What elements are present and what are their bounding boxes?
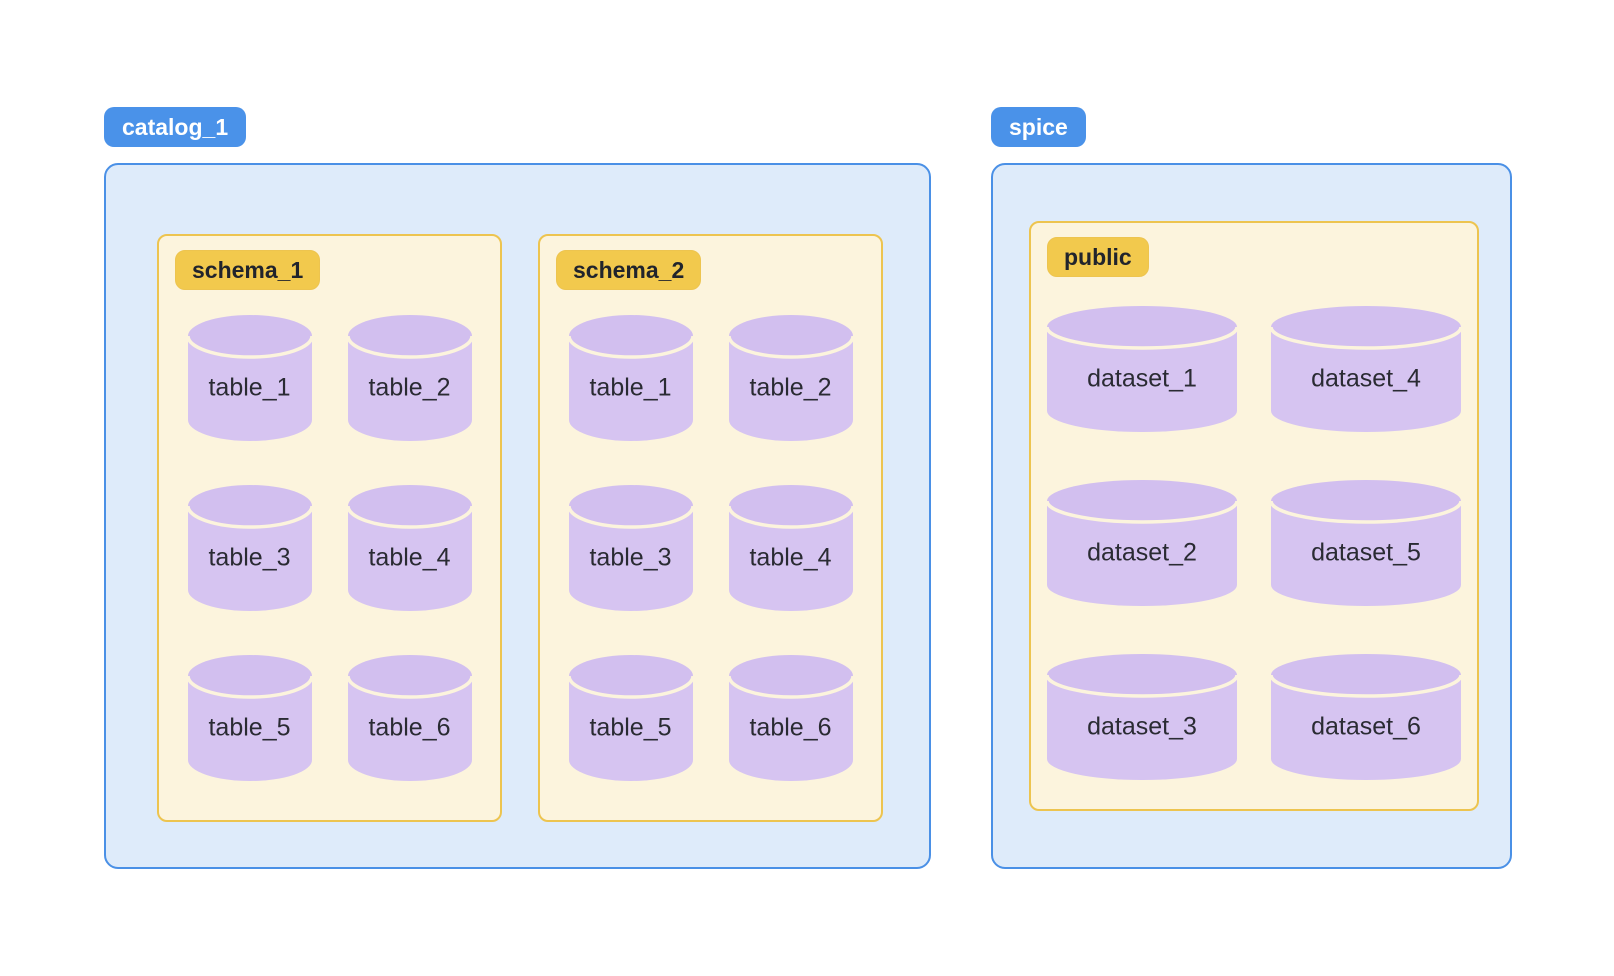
database-cylinder-icon (568, 655, 693, 781)
database-cylinder-icon (1047, 480, 1237, 606)
schema-boxes: public dataset_1 dataset_4 dataset_2 dat… (1029, 221, 1510, 811)
cylinder-label: table_2 (749, 373, 832, 402)
cylinder-label: table_6 (749, 713, 832, 742)
database-cylinder-icon (347, 485, 472, 611)
cylinder-table_6: table_6 (347, 654, 472, 782)
database-cylinder-icon (347, 315, 472, 441)
table-grid: table_1 table_2 table_3 table_4 table_5 … (540, 314, 881, 782)
table-grid: dataset_1 dataset_4 dataset_2 dataset_5 … (1031, 305, 1477, 781)
cylinder-dataset_4: dataset_4 (1271, 305, 1461, 433)
group-spice: spice public dataset_1 dataset_4 dataset… (991, 107, 1512, 869)
schema-badge: schema_1 (175, 250, 321, 290)
cylinder-label: table_1 (208, 373, 291, 402)
cylinder-dataset_2: dataset_2 (1047, 479, 1237, 607)
box-schema_1: schema_1 table_1 table_2 table_3 table_4… (157, 234, 502, 822)
cylinder-label: dataset_5 (1311, 538, 1421, 567)
catalog-container: schema_1 table_1 table_2 table_3 table_4… (104, 163, 931, 869)
cylinder-dataset_3: dataset_3 (1047, 653, 1237, 781)
catalog-container: public dataset_1 dataset_4 dataset_2 dat… (991, 163, 1512, 869)
cylinder-label: table_2 (368, 373, 451, 402)
cylinder-label: table_6 (368, 713, 451, 742)
database-cylinder-icon (1271, 654, 1461, 780)
cylinder-dataset_6: dataset_6 (1271, 653, 1461, 781)
cylinder-table_5: table_5 (187, 654, 312, 782)
cylinder-table_6: table_6 (728, 654, 853, 782)
cylinder-table_1: table_1 (568, 314, 693, 442)
table-grid: table_1 table_2 table_3 table_4 table_5 … (159, 314, 500, 782)
cylinder-label: table_5 (589, 713, 672, 742)
cylinder-label: table_4 (749, 543, 832, 572)
box-schema_2: schema_2 table_1 table_2 table_3 table_4… (538, 234, 883, 822)
database-cylinder-icon (568, 485, 693, 611)
cylinder-table_3: table_3 (187, 484, 312, 612)
database-cylinder-icon (1271, 306, 1461, 432)
database-cylinder-icon (187, 655, 312, 781)
cylinder-label: dataset_6 (1311, 712, 1421, 741)
cylinder-label: dataset_4 (1311, 364, 1421, 393)
schema-badge: public (1047, 237, 1149, 277)
database-cylinder-icon (1047, 306, 1237, 432)
cylinder-label: table_5 (208, 713, 291, 742)
database-cylinder-icon (1047, 654, 1237, 780)
cylinder-table_5: table_5 (568, 654, 693, 782)
catalog-badge: spice (991, 107, 1086, 147)
cylinder-label: dataset_3 (1087, 712, 1197, 741)
cylinder-label: table_3 (589, 543, 672, 572)
cylinder-label: table_4 (368, 543, 451, 572)
cylinder-dataset_1: dataset_1 (1047, 305, 1237, 433)
box-public: public dataset_1 dataset_4 dataset_2 dat… (1029, 221, 1479, 811)
group-catalog_1: catalog_1 schema_1 table_1 table_2 table… (104, 107, 931, 869)
database-cylinder-icon (728, 485, 853, 611)
database-cylinder-icon (568, 315, 693, 441)
cylinder-table_1: table_1 (187, 314, 312, 442)
cylinder-table_2: table_2 (347, 314, 472, 442)
database-cylinder-icon (347, 655, 472, 781)
catalog-badge: catalog_1 (104, 107, 247, 147)
database-cylinder-icon (1271, 480, 1461, 606)
cylinder-table_2: table_2 (728, 314, 853, 442)
schema-boxes: schema_1 table_1 table_2 table_3 table_4… (157, 234, 929, 822)
cylinder-table_4: table_4 (347, 484, 472, 612)
cylinder-label: dataset_2 (1087, 538, 1197, 567)
database-cylinder-icon (187, 315, 312, 441)
database-cylinder-icon (728, 315, 853, 441)
cylinder-label: dataset_1 (1087, 364, 1197, 393)
cylinder-dataset_5: dataset_5 (1271, 479, 1461, 607)
cylinder-table_3: table_3 (568, 484, 693, 612)
database-cylinder-icon (728, 655, 853, 781)
cylinder-table_4: table_4 (728, 484, 853, 612)
database-cylinder-icon (187, 485, 312, 611)
cylinder-label: table_1 (589, 373, 672, 402)
cylinder-label: table_3 (208, 543, 291, 572)
schema-badge: schema_2 (556, 250, 702, 290)
